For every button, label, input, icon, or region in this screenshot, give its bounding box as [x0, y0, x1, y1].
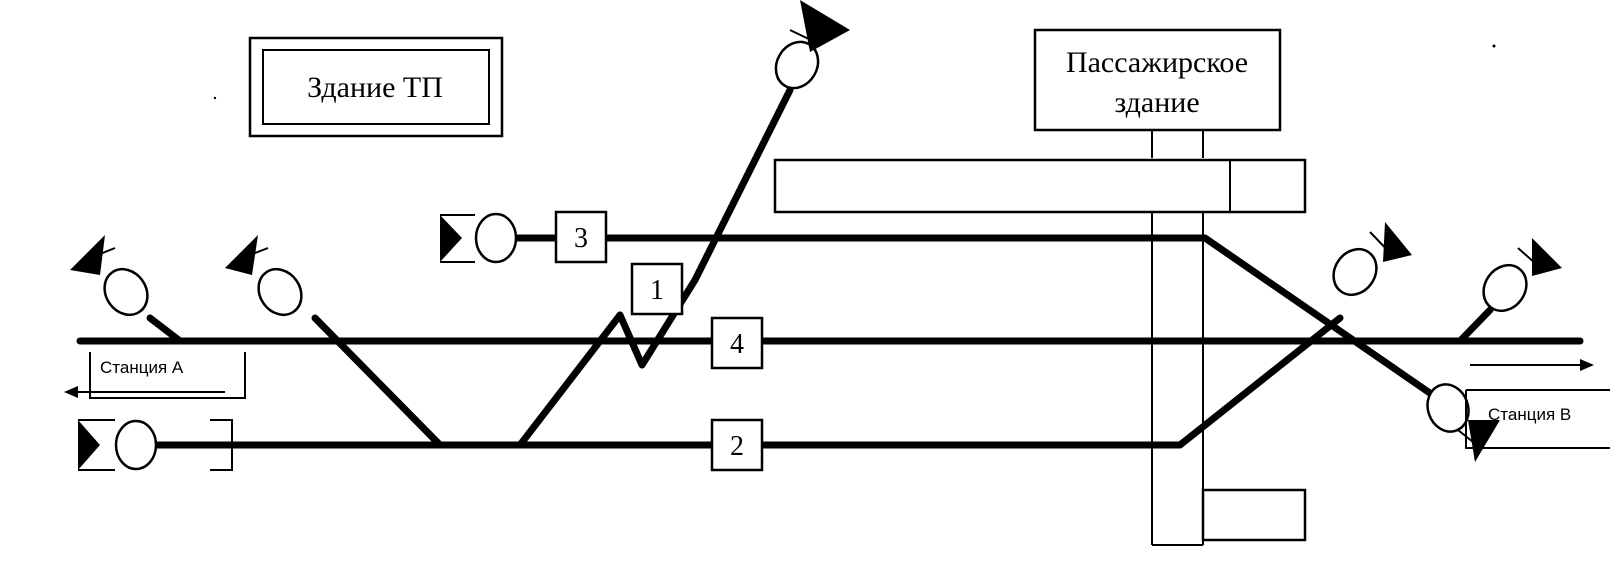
signal-track3-left	[440, 212, 518, 264]
passenger-building-label-line2: здание	[1114, 86, 1199, 119]
passenger-building: Пассажирское здание	[1033, 28, 1282, 132]
svg-text:1: 1	[650, 275, 664, 306]
svg-text:2: 2	[730, 431, 744, 462]
station-b: Станция В	[1465, 359, 1610, 449]
track2-stop-bracket	[210, 419, 233, 471]
signal-top-center	[774, 0, 850, 90]
track-2-line	[151, 314, 1344, 449]
speck	[213, 96, 217, 100]
branch-far-left	[146, 314, 184, 345]
track-number-1: 1	[630, 262, 684, 316]
station-a: Станция А	[64, 352, 246, 399]
station-a-label: Станция А	[100, 358, 184, 377]
track-number-4: 4	[710, 316, 764, 370]
tp-building: Здание ТП	[248, 36, 504, 138]
speck	[1492, 44, 1496, 48]
signal-right-outer	[1482, 238, 1562, 313]
signal-track3-right	[1426, 383, 1500, 462]
track-1-line	[516, 86, 794, 449]
signal-track2-left	[78, 419, 158, 471]
branch-left	[311, 314, 444, 449]
signal-right-inner	[1332, 222, 1412, 297]
tracks	[76, 86, 1584, 449]
station-b-label: Станция В	[1488, 405, 1571, 424]
building-connector	[1151, 130, 1204, 158]
track-number-2: 2	[710, 418, 764, 472]
svg-text:3: 3	[574, 223, 588, 254]
signal-far-left	[70, 235, 149, 317]
track-number-3: 3	[554, 210, 608, 264]
tp-building-label: Здание ТП	[307, 71, 443, 104]
track-3-line	[506, 234, 1444, 404]
pedestrian-passage	[1151, 212, 1307, 546]
passenger-building-label-line1: Пассажирское	[1066, 46, 1248, 79]
platform	[773, 158, 1307, 214]
svg-text:4: 4	[730, 329, 744, 360]
signal-left	[225, 235, 303, 317]
branch-far-right	[1456, 306, 1494, 345]
